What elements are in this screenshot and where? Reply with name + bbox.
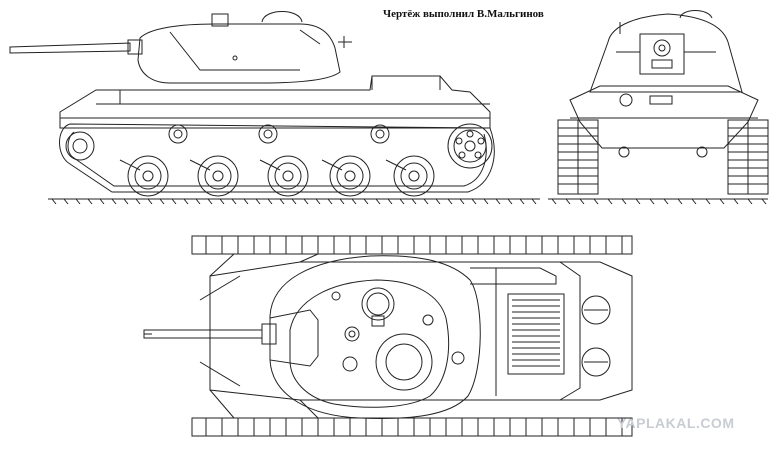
track [60,124,495,192]
turret [138,12,352,84]
top-tracks [192,236,632,436]
drawing-caption: Чертёж выполнил В.Мальгинов [383,8,544,20]
idler-wheel [66,132,94,160]
return-rollers [169,125,389,143]
top-gun-barrel [144,330,262,338]
road-wheels [128,156,434,196]
front-view [548,11,768,205]
side-view [10,12,540,205]
drive-sprocket [448,124,492,168]
ground-line [48,199,540,204]
front-turret [590,11,742,93]
rear-hatches [582,296,610,376]
hull [60,76,490,128]
top-fenders [210,254,556,418]
top-view [144,236,632,436]
suspension-arms [120,160,406,170]
top-turret [270,256,480,419]
top-hull [200,262,632,400]
engine-grille [508,294,564,374]
watermark: YAPLAKAL.COM [617,415,735,431]
front-tracks [558,120,768,194]
gun-barrel [10,40,142,54]
